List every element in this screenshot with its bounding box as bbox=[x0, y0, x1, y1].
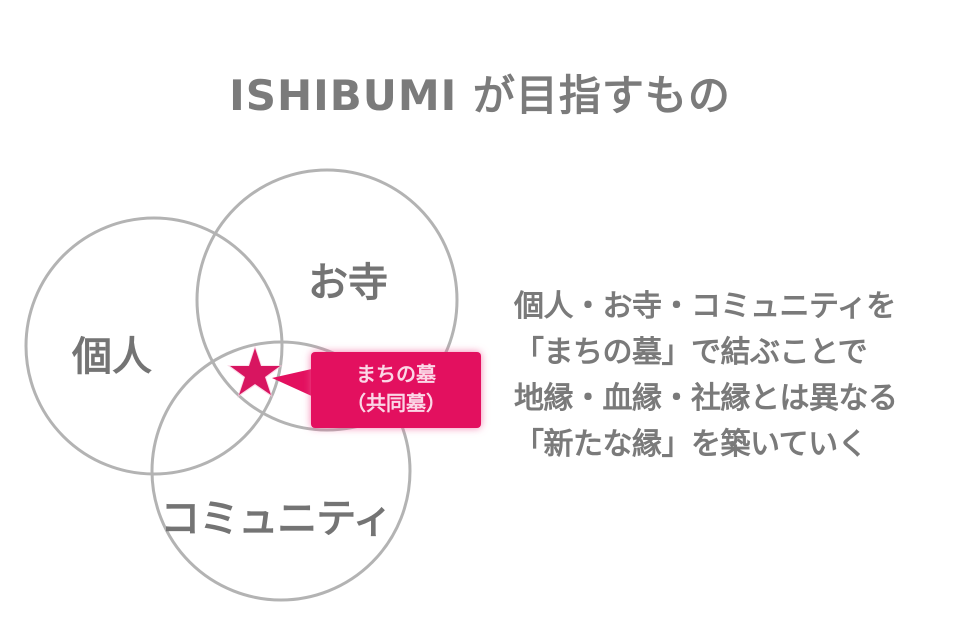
description-line-4: 「新たな縁」を築いていく bbox=[514, 427, 868, 462]
label-community: コミュニティ bbox=[160, 496, 393, 542]
description-line-3: 地縁・血縁・社縁とは異なる bbox=[514, 381, 898, 416]
callout-line-2: （共同墓） bbox=[346, 391, 446, 415]
description-line-2: 「まちの墓」で結ぶことで bbox=[514, 335, 868, 370]
callout-pointer bbox=[272, 368, 316, 398]
circle-otera bbox=[195, 168, 459, 432]
callout-machi-no-haka: まちの墓 （共同墓） bbox=[311, 352, 481, 428]
label-kojin: 個人 bbox=[72, 334, 152, 380]
star-icon bbox=[227, 345, 283, 398]
callout-line-1: まちの墓 bbox=[356, 362, 436, 386]
circle-community bbox=[150, 340, 412, 602]
page-title: ISHIBUMI が目指すもの bbox=[229, 71, 731, 120]
description-text: 個人・お寺・コミュニティを 「まちの墓」で結ぶことで 地縁・血縁・社縁とは異なる… bbox=[514, 284, 898, 468]
circle-kojin bbox=[24, 216, 284, 476]
description-line-1: 個人・お寺・コミュニティを bbox=[514, 289, 896, 324]
label-otera: お寺 bbox=[308, 260, 388, 306]
